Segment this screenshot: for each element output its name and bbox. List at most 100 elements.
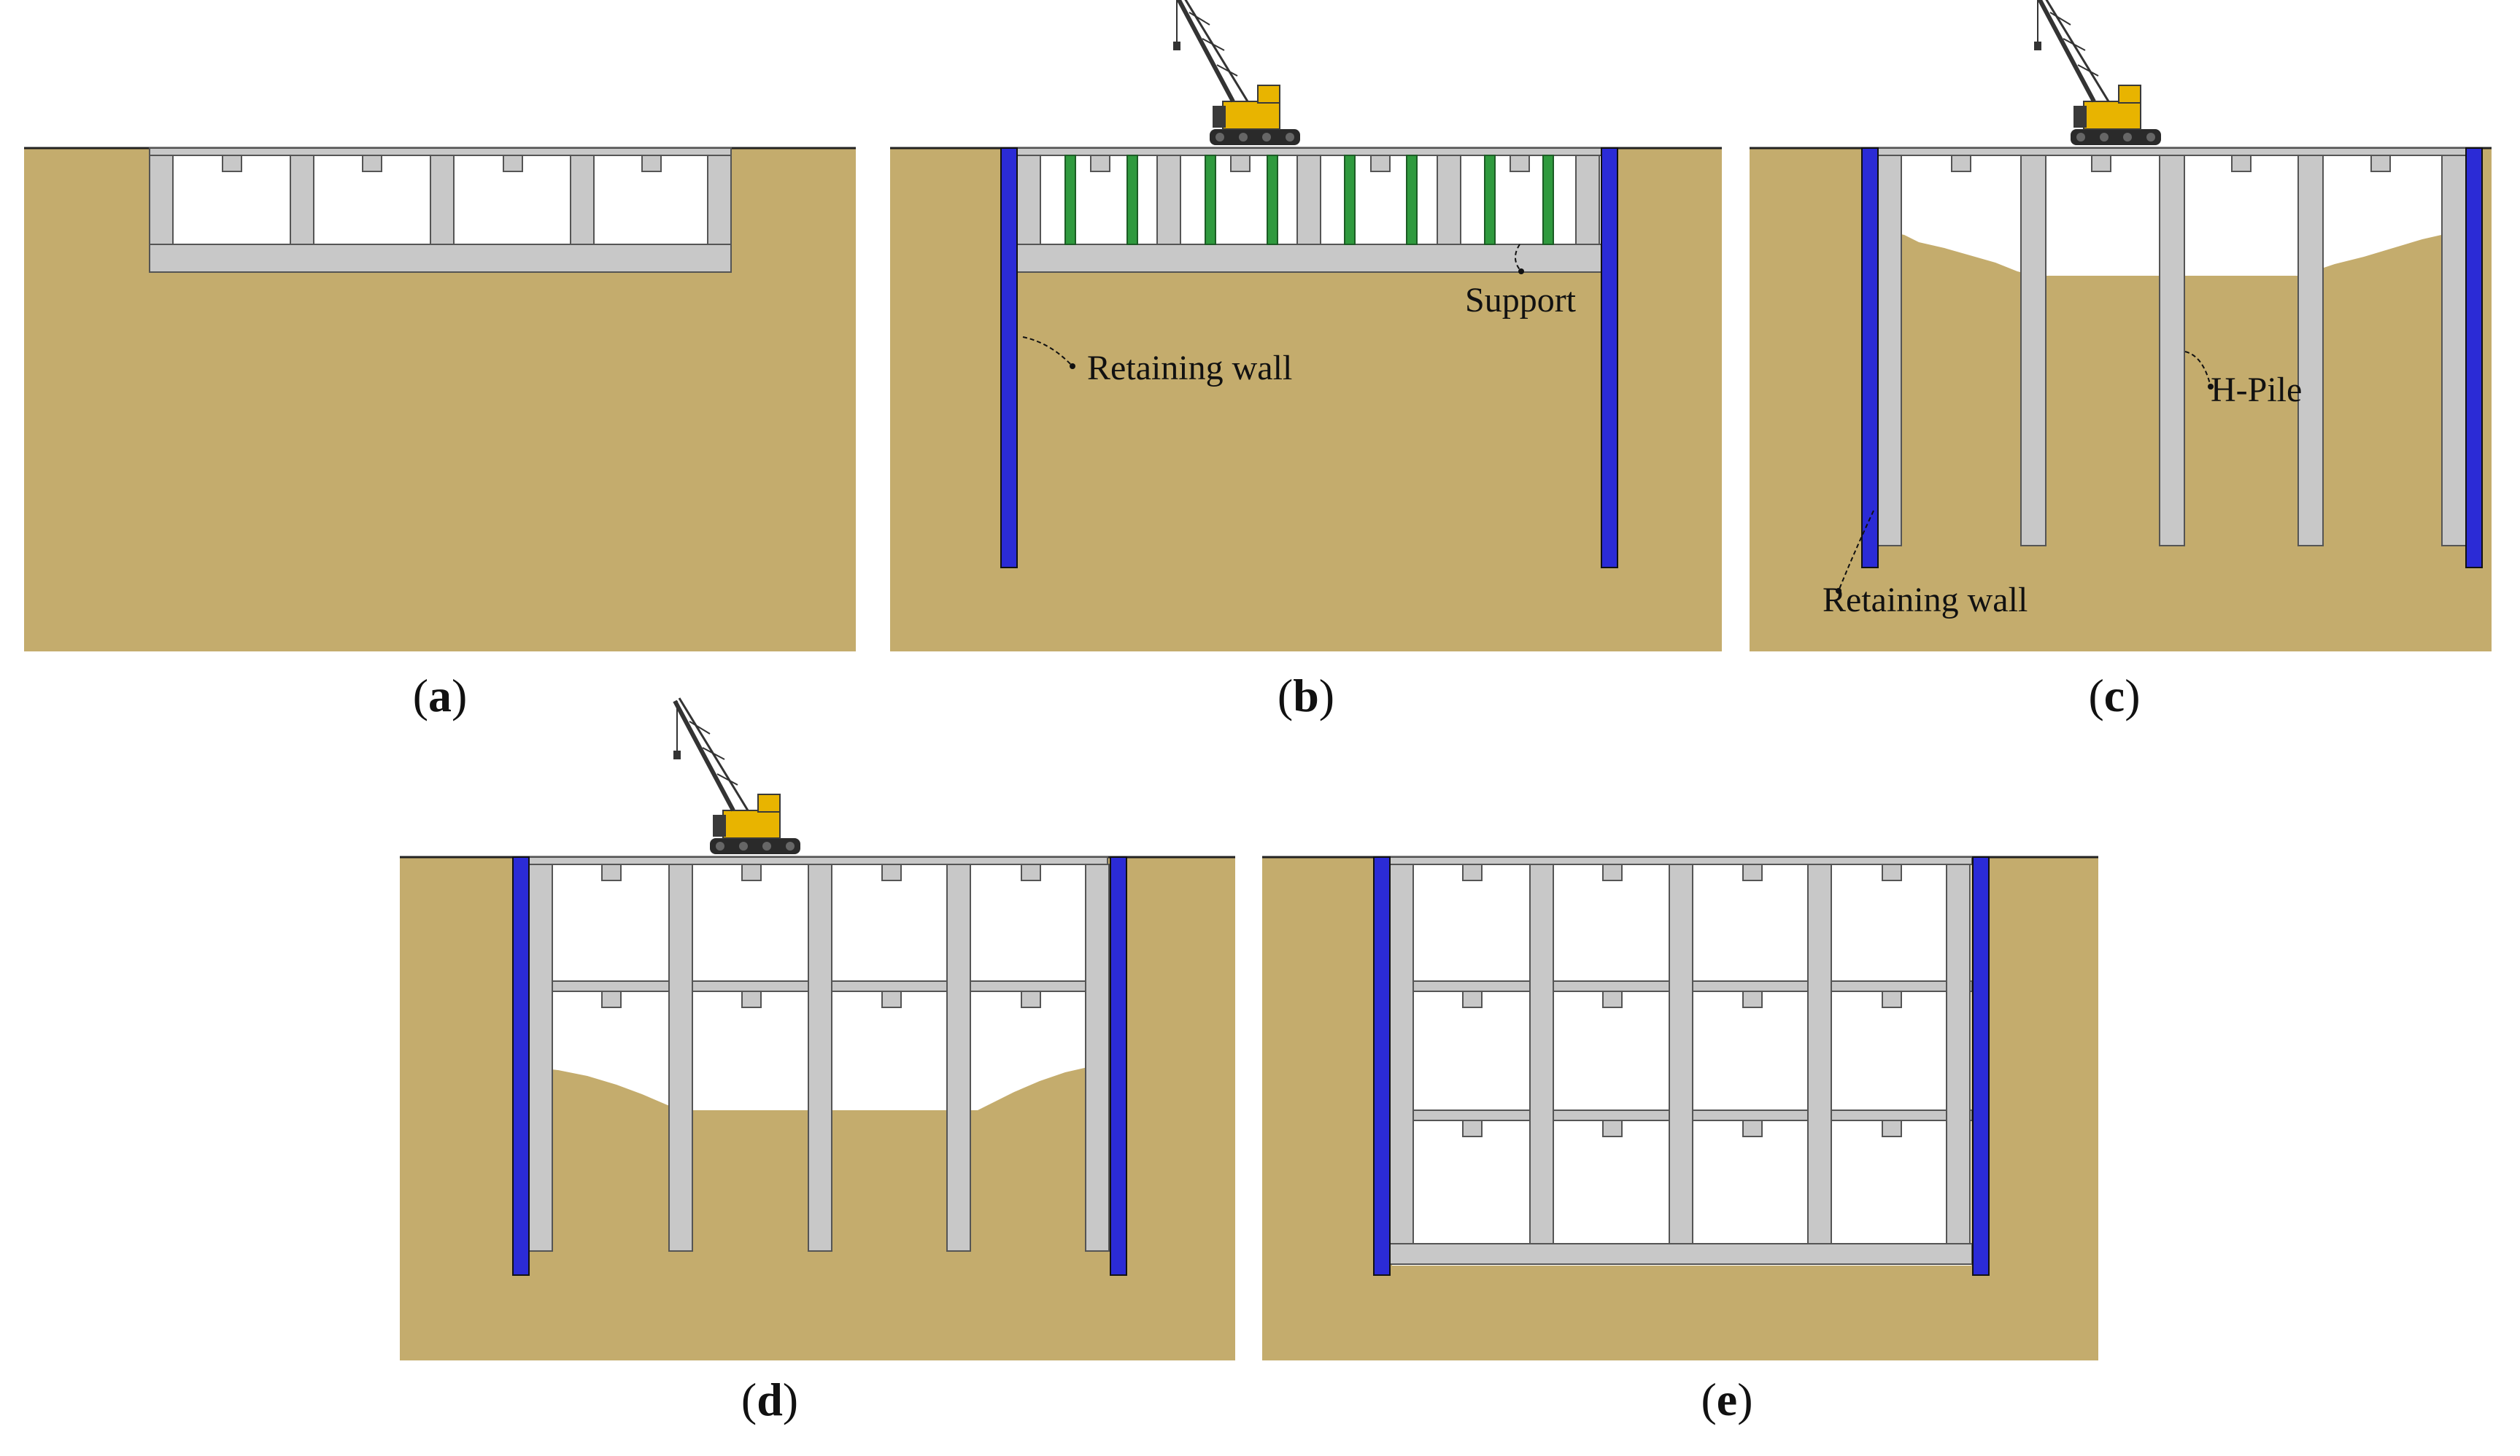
beam-e-l1-2 <box>1742 864 1763 881</box>
beam-e-l1-3 <box>1882 864 1902 881</box>
roof-slab-a <box>149 147 732 156</box>
beam-a-0 <box>222 155 242 172</box>
panel-label-d: (d) <box>741 1374 798 1425</box>
column-a-3 <box>570 155 595 245</box>
retaining-wall-b-left <box>1000 147 1018 568</box>
h-pile-c-2 <box>2159 155 2185 546</box>
beam-a-1 <box>362 155 382 172</box>
retaining-wall-leader-c-tip <box>1836 588 1841 594</box>
crawler-crane-icon <box>1173 0 1300 145</box>
temporary-support-b-6 <box>1484 155 1496 245</box>
beam-e-l1-1 <box>1602 864 1623 881</box>
beam-a-2 <box>503 155 523 172</box>
beam-c-3 <box>2370 155 2391 172</box>
h-pile-leader-tip <box>2208 384 2214 390</box>
crawler-crane-icon <box>2034 0 2161 145</box>
beam-b-0 <box>1090 155 1110 172</box>
beam-c-0 <box>1951 155 1971 172</box>
h-pile-c-0 <box>1876 155 1902 546</box>
temporary-support-b-0 <box>1064 155 1076 245</box>
retaining-wall-c-right <box>2465 147 2483 568</box>
support-slab-b <box>1016 244 1606 273</box>
crawler-crane-icon <box>673 698 800 854</box>
roof-slab-c <box>1871 147 2475 156</box>
label-retaining-wall-b: Retaining wall <box>1087 349 1292 387</box>
beam-b-1 <box>1230 155 1251 172</box>
beam-d-upper-3 <box>1021 864 1041 881</box>
column-d-1 <box>668 864 693 1252</box>
column-a-2 <box>430 155 455 245</box>
temporary-support-b-1 <box>1126 155 1138 245</box>
roof-slab-e <box>1389 856 1973 865</box>
beam-e-l2-3 <box>1882 991 1902 1008</box>
beam-e-l2-0 <box>1462 991 1483 1008</box>
column-b-2 <box>1296 155 1321 245</box>
column-b-3 <box>1437 155 1461 245</box>
column-e-3 <box>1807 864 1832 1244</box>
label-support: Support <box>1465 281 1577 320</box>
base-slab-a <box>149 244 732 273</box>
temporary-support-b-2 <box>1205 155 1216 245</box>
beam-b-3 <box>1510 155 1530 172</box>
beam-e-l3-3 <box>1882 1120 1902 1137</box>
support-leader <box>1515 244 1522 272</box>
column-d-0 <box>528 864 553 1252</box>
panel-label-b: (b) <box>1278 670 1334 721</box>
panel-label-c: (c) <box>2088 670 2140 721</box>
column-d-3 <box>946 864 971 1252</box>
beam-d-lower-3 <box>1021 991 1041 1008</box>
h-pile-c-4 <box>2441 155 2467 546</box>
beam-d-upper-1 <box>741 864 762 881</box>
base-slab-e <box>1389 1243 1973 1265</box>
label-retaining-wall-c: Retaining wall <box>1823 581 2028 619</box>
beam-d-lower-1 <box>741 991 762 1008</box>
beam-e-l3-0 <box>1462 1120 1483 1137</box>
retaining-wall-d-right <box>1110 856 1127 1276</box>
beam-c-2 <box>2231 155 2252 172</box>
beam-d-lower-2 <box>881 991 902 1008</box>
retaining-wall-e-left <box>1373 856 1391 1276</box>
beam-e-l1-0 <box>1462 864 1483 881</box>
column-a-0 <box>149 155 174 245</box>
label-h-pile: H-Pile <box>2211 371 2302 409</box>
temporary-support-b-7 <box>1542 155 1554 245</box>
temporary-support-b-3 <box>1267 155 1278 245</box>
column-a-1 <box>290 155 314 245</box>
column-e-2 <box>1669 864 1693 1244</box>
beam-d-lower-0 <box>601 991 622 1008</box>
retaining-wall-d-left <box>512 856 530 1276</box>
column-b-1 <box>1156 155 1181 245</box>
beam-e-l3-2 <box>1742 1120 1763 1137</box>
roof-slab-d <box>526 856 1108 865</box>
beam-b-2 <box>1370 155 1391 172</box>
h-pile-c-1 <box>2020 155 2046 546</box>
support-leader-tip <box>1518 268 1524 274</box>
column-e-0 <box>1389 864 1414 1244</box>
beam-a-3 <box>641 155 662 172</box>
retaining-wall-leader-c <box>1838 510 1874 592</box>
retaining-wall-leader-b-tip <box>1070 363 1075 369</box>
retaining-wall-c-left <box>1861 147 1879 568</box>
column-d-2 <box>808 864 832 1252</box>
h-pile-leader <box>2184 351 2211 387</box>
panel-label-a: (a) <box>413 670 468 721</box>
h-pile-c-3 <box>2297 155 2324 546</box>
column-a-4 <box>707 155 732 245</box>
column-e-1 <box>1529 864 1554 1244</box>
retaining-wall-e-right <box>1972 856 1990 1276</box>
retaining-wall-b-right <box>1601 147 1618 568</box>
column-b-0 <box>1016 155 1041 245</box>
panel-label-e: (e) <box>1701 1374 1752 1425</box>
column-e-4 <box>1946 864 1971 1244</box>
beam-e-l2-2 <box>1742 991 1763 1008</box>
roof-slab-b <box>1016 147 1606 156</box>
beam-c-1 <box>2091 155 2111 172</box>
column-b-4 <box>1575 155 1600 245</box>
beam-e-l2-1 <box>1602 991 1623 1008</box>
beam-e-l3-1 <box>1602 1120 1623 1137</box>
temporary-support-b-5 <box>1406 155 1418 245</box>
retaining-wall-leader-b <box>1022 336 1073 367</box>
temporary-support-b-4 <box>1344 155 1356 245</box>
